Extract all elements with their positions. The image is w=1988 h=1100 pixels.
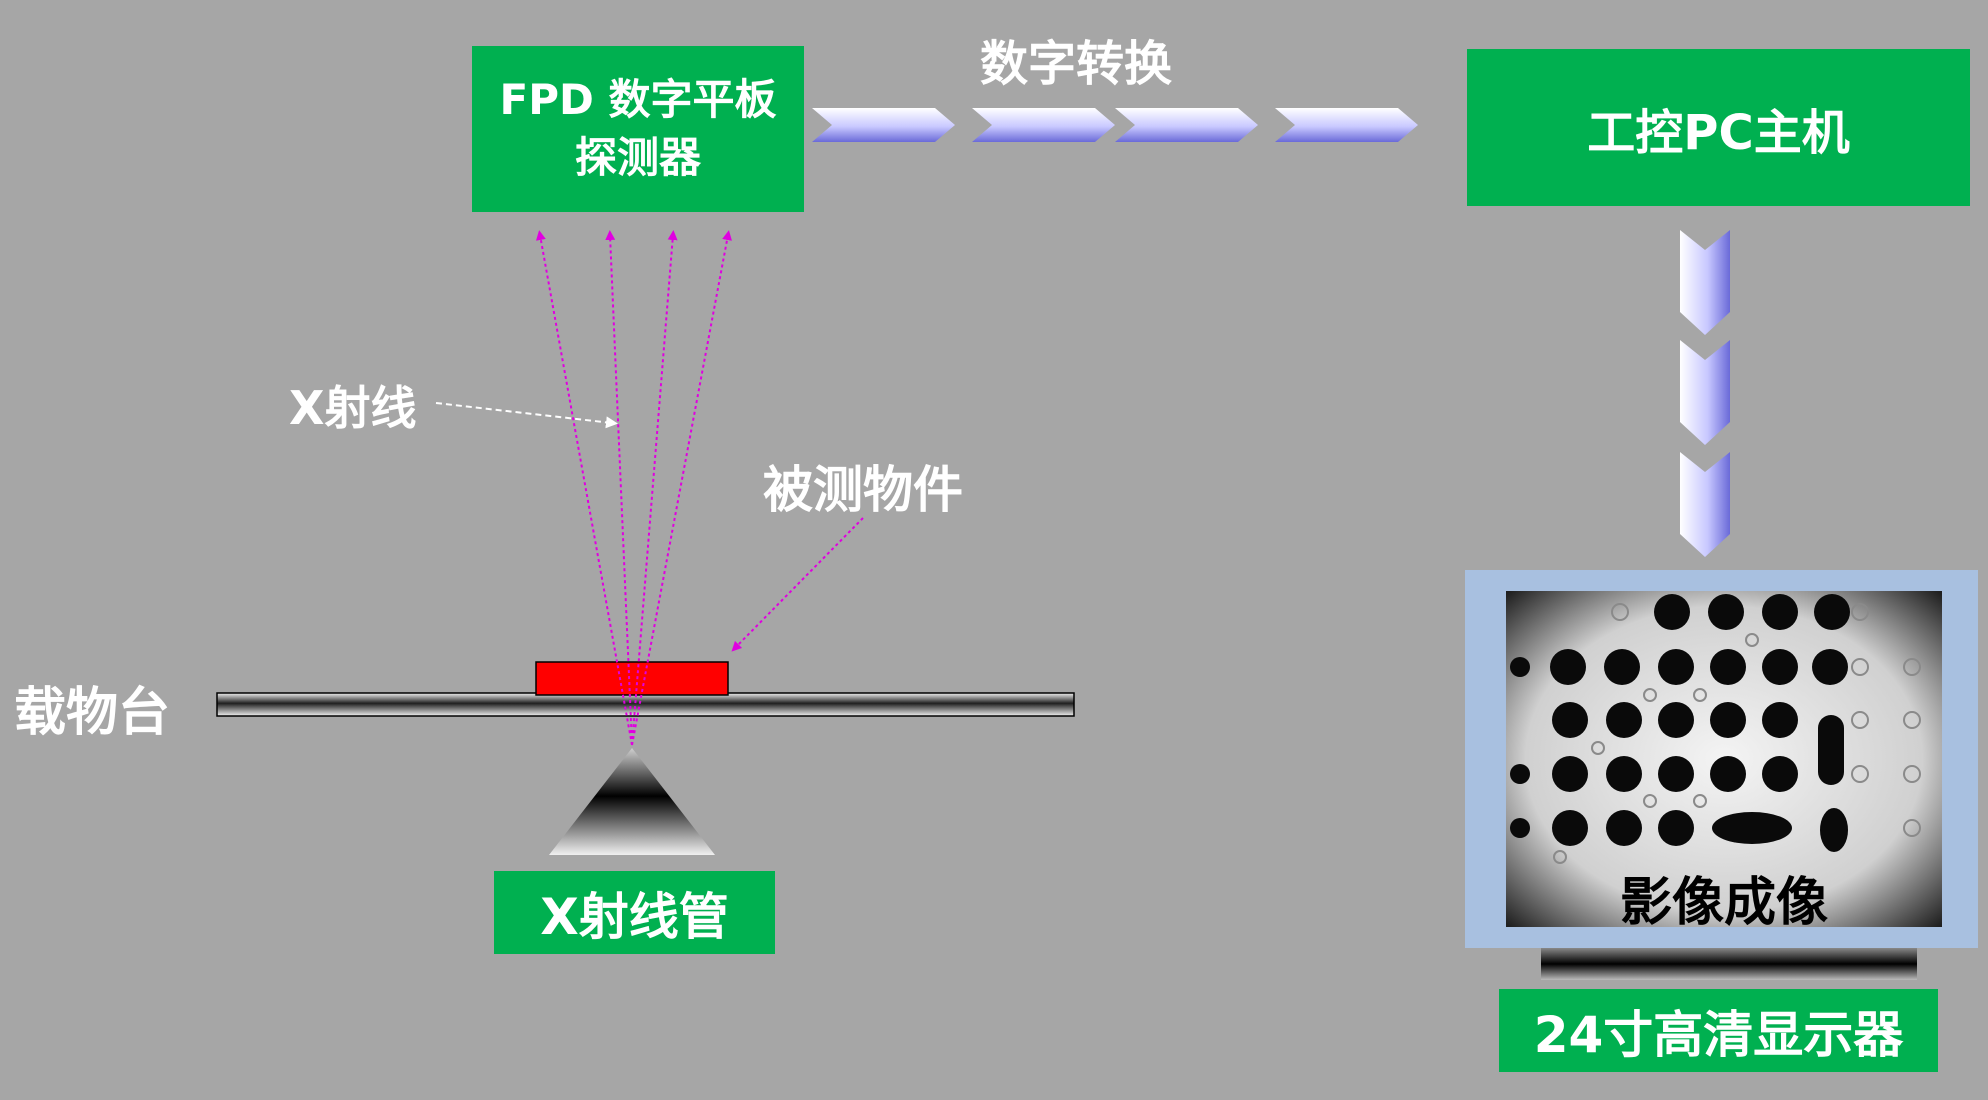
down-arrow-3	[1680, 452, 1730, 557]
xray-ray-1	[535, 230, 633, 746]
xray-ray-3	[631, 230, 678, 746]
digital-conversion-label: 数字转换	[980, 36, 1173, 92]
xray-tube-shape	[549, 748, 715, 855]
xray-image-pattern	[1510, 594, 1850, 852]
conversion-arrow-4	[1275, 108, 1418, 142]
conversion-arrow-2	[972, 108, 1115, 142]
monitor-stand	[1541, 948, 1917, 980]
xray-tube-box: X射线管	[494, 871, 775, 954]
stage-label: 载物台	[14, 683, 171, 743]
object-under-test	[535, 661, 729, 696]
stage-beam	[216, 692, 1075, 717]
pc-host-label: 工控PC主机	[1587, 104, 1850, 161]
object-pointer	[731, 517, 864, 652]
xray-label-pointer	[435, 402, 618, 429]
pc-host-box: 工控PC主机	[1467, 49, 1970, 206]
fpd-detector-label: FPD 数字平板探测器	[499, 75, 777, 182]
monitor-box: 24寸高清显示器	[1499, 989, 1938, 1072]
conversion-arrow-3	[1115, 108, 1258, 142]
imaging-label: 影像成像	[1620, 873, 1829, 933]
xray-label: X射线	[289, 381, 417, 435]
xray-via-pattern	[1553, 603, 1921, 864]
object-label: 被测物件	[763, 461, 963, 519]
down-arrow-2	[1680, 340, 1730, 445]
xray-ray-2	[605, 230, 633, 746]
conversion-arrow-1	[812, 108, 955, 142]
down-arrow-1	[1680, 230, 1730, 335]
monitor-label: 24寸高清显示器	[1533, 1005, 1904, 1064]
xray-ray-4	[631, 230, 732, 746]
fpd-detector-box: FPD 数字平板探测器	[472, 46, 804, 212]
xray-tube-label: X射线管	[540, 887, 729, 946]
